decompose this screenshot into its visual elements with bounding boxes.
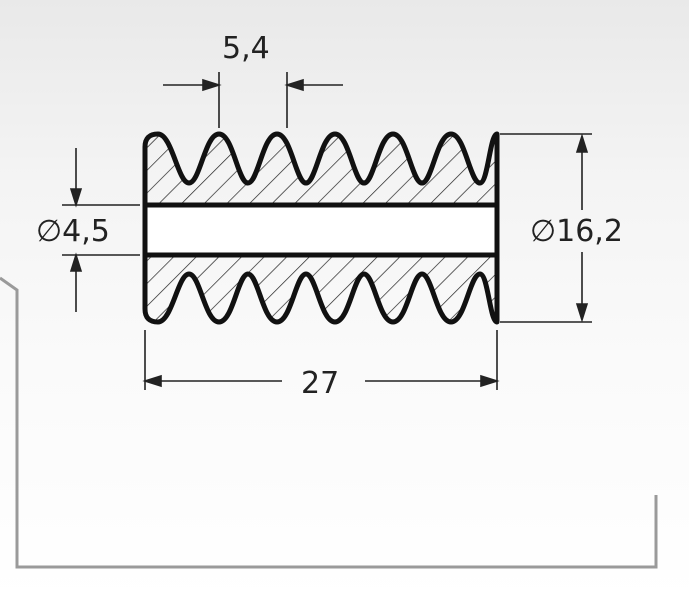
outer-diameter-dimension [500,133,592,323]
lower-section-hatch [142,252,500,325]
length-label: 27 [301,366,339,401]
length-dimension [142,330,500,390]
sheet-frame [0,276,658,569]
outer-diameter-label: ∅16,2 [530,214,623,249]
upper-section-hatch [142,131,500,208]
pitch-dimension [163,72,343,128]
pitch-label: 5,4 [222,31,270,66]
inner-bore [142,202,500,258]
inner-diameter-label: ∅4,5 [36,214,110,249]
inner-diameter-dimension [62,148,140,312]
